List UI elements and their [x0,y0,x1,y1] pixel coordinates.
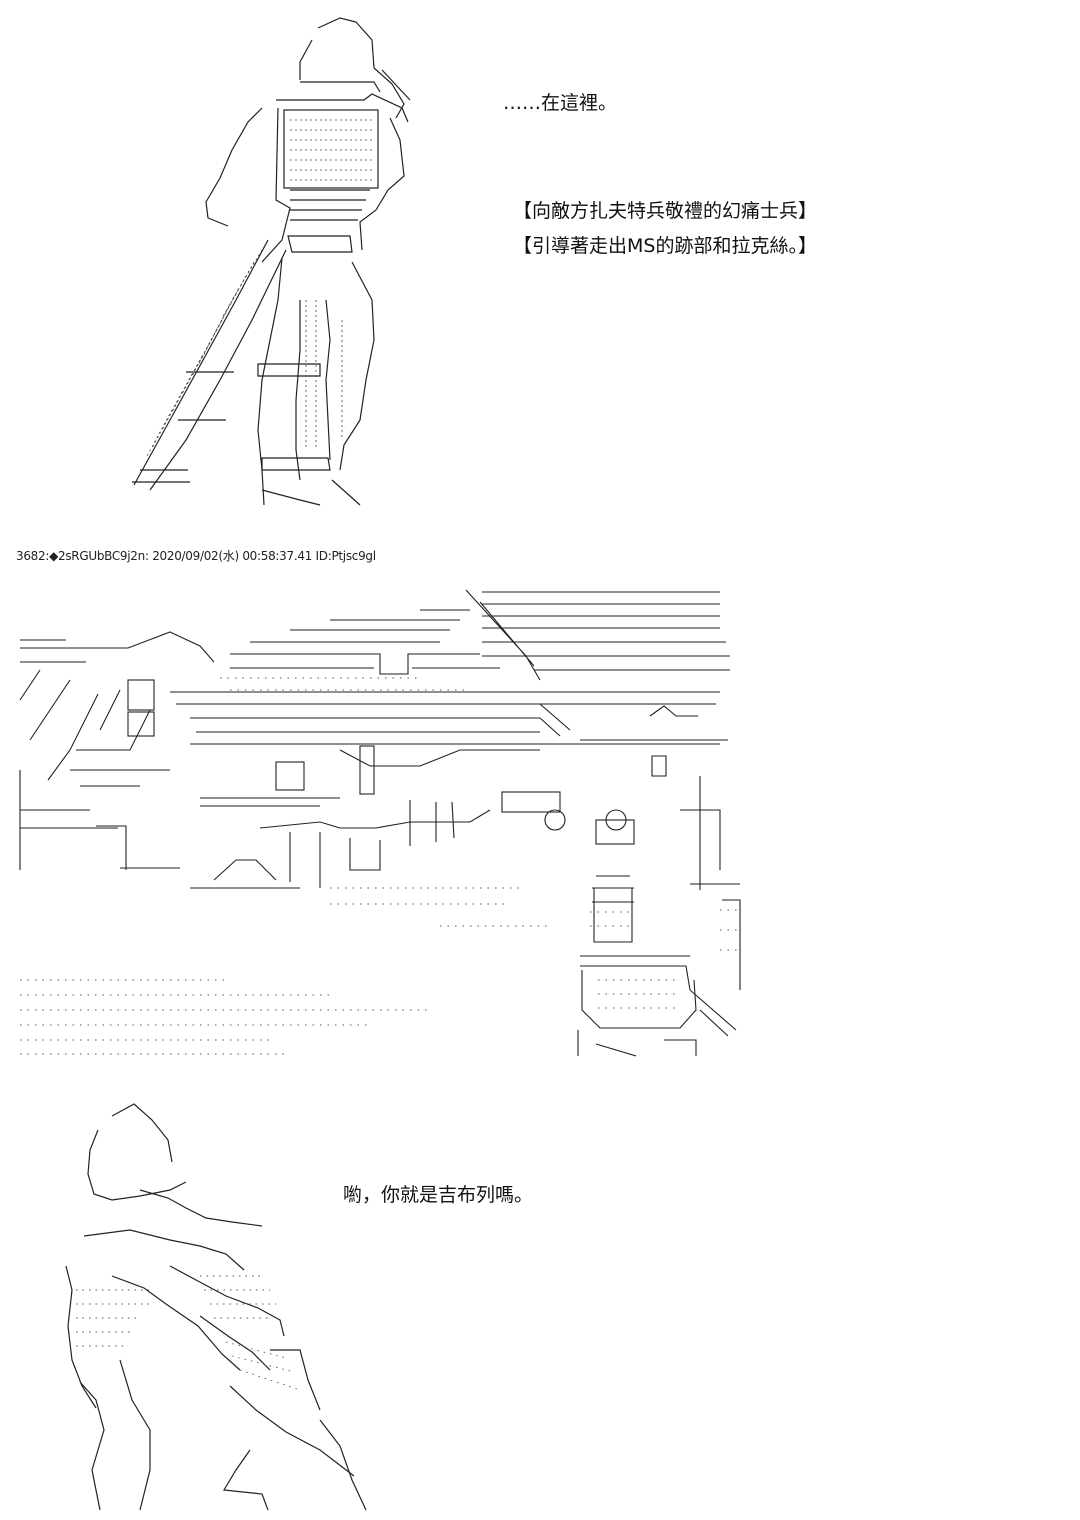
panel-seated: 喲，你就是吉布列嗎。 [0,1090,1080,1520]
panel-soldier: ……在這裡。 【向敵方扎夫特兵敬禮的幻痛士兵】 【引導著走出MS的跡部和拉克絲。… [0,0,1080,530]
caption-escort: 【引導著走出MS的跡部和拉克絲。】 [513,235,817,257]
soldier-figure-art [132,17,411,506]
dialogue-greeting: 喲，你就是吉布列嗎。 [343,1184,534,1206]
panel-scene [0,570,1080,1070]
industrial-scene-art [19,589,741,1057]
dialogue-here: ……在這裡。 [503,92,618,114]
post-header: 3682:◆2sRGUbBC9j2n: 2020/09/02(水) 00:58:… [16,549,376,563]
caption-salute: 【向敵方扎夫特兵敬禮的幻痛士兵】 [513,200,818,222]
seated-figure-art [65,1103,367,1511]
